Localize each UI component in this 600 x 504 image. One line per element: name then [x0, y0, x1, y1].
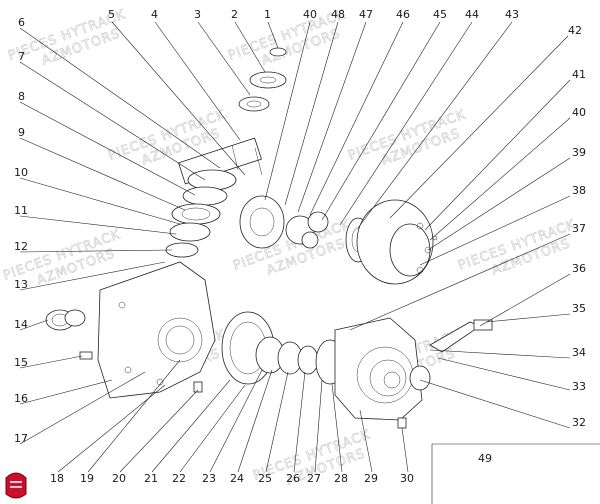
callouts-top: 1 2 3 4 5 40 48 47 46 45 44 43 42 [108, 8, 582, 37]
callout-18: 18 [50, 472, 64, 485]
callout-42: 42 [568, 24, 582, 37]
azmotors-logo [5, 472, 27, 499]
callout-38: 38 [572, 184, 586, 197]
callout-40-top: 40 [303, 8, 317, 21]
callout-14: 14 [14, 318, 28, 331]
callout-24: 24 [230, 472, 244, 485]
callout-34: 34 [572, 346, 586, 359]
callout-10: 10 [14, 166, 28, 179]
callout-40-right: 40 [572, 106, 586, 119]
callouts-left: 6 7 8 9 10 11 12 13 14 15 16 17 [14, 16, 28, 445]
callout-41: 41 [572, 68, 586, 81]
callout-49: 49 [478, 452, 492, 465]
callout-20: 20 [112, 472, 126, 485]
callouts-right: 41 40 39 38 37 36 35 34 33 32 [572, 68, 586, 429]
callout-46: 46 [396, 8, 410, 21]
callout-9: 9 [18, 126, 25, 139]
watermark-group: PIECES HYTRACK AZMOTORS PIECES HYTRACK A… [1, 7, 578, 489]
callout-28: 28 [334, 472, 348, 485]
callout-25: 25 [258, 472, 272, 485]
callout-17: 17 [14, 432, 28, 445]
callout-29-30: 29 [364, 472, 378, 485]
callouts-bottom: 18 19 20 21 22 23 24 25 26 27 28 29 30 [50, 472, 414, 485]
callout-21: 21 [144, 472, 158, 485]
callout-39: 39 [572, 146, 586, 159]
callout-35: 35 [572, 302, 586, 315]
callout-44: 44 [465, 8, 479, 21]
leader-lines [19, 21, 571, 473]
callout-1: 1 [264, 8, 271, 21]
callout-45: 45 [433, 8, 447, 21]
callout-5: 5 [108, 8, 115, 21]
callout-43: 43 [505, 8, 519, 21]
callout-12: 12 [14, 240, 28, 253]
callout-32: 32 [572, 416, 586, 429]
callout-7: 7 [18, 50, 25, 63]
callout-11: 11 [14, 204, 28, 217]
callout-36: 36 [572, 262, 586, 275]
parts-drawing [45, 47, 600, 504]
callout-3: 3 [194, 8, 201, 21]
callout-37: 37 [572, 222, 586, 235]
callout-26: 26 [286, 472, 300, 485]
callout-16: 16 [14, 392, 28, 405]
callout-47: 47 [359, 8, 373, 21]
callout-6: 6 [18, 16, 25, 29]
callout-2: 2 [231, 8, 238, 21]
callout-48: 48 [331, 8, 345, 21]
callout-19: 19 [80, 472, 94, 485]
callout-13: 13 [14, 278, 28, 291]
callout-8: 8 [18, 90, 25, 103]
callout-23: 23 [202, 472, 216, 485]
callout-27: 27 [307, 472, 321, 485]
callout-31: 30 [400, 472, 414, 485]
callout-22: 22 [172, 472, 186, 485]
callout-4: 4 [151, 8, 158, 21]
callout-15: 15 [14, 356, 28, 369]
callout-33: 33 [572, 380, 586, 393]
